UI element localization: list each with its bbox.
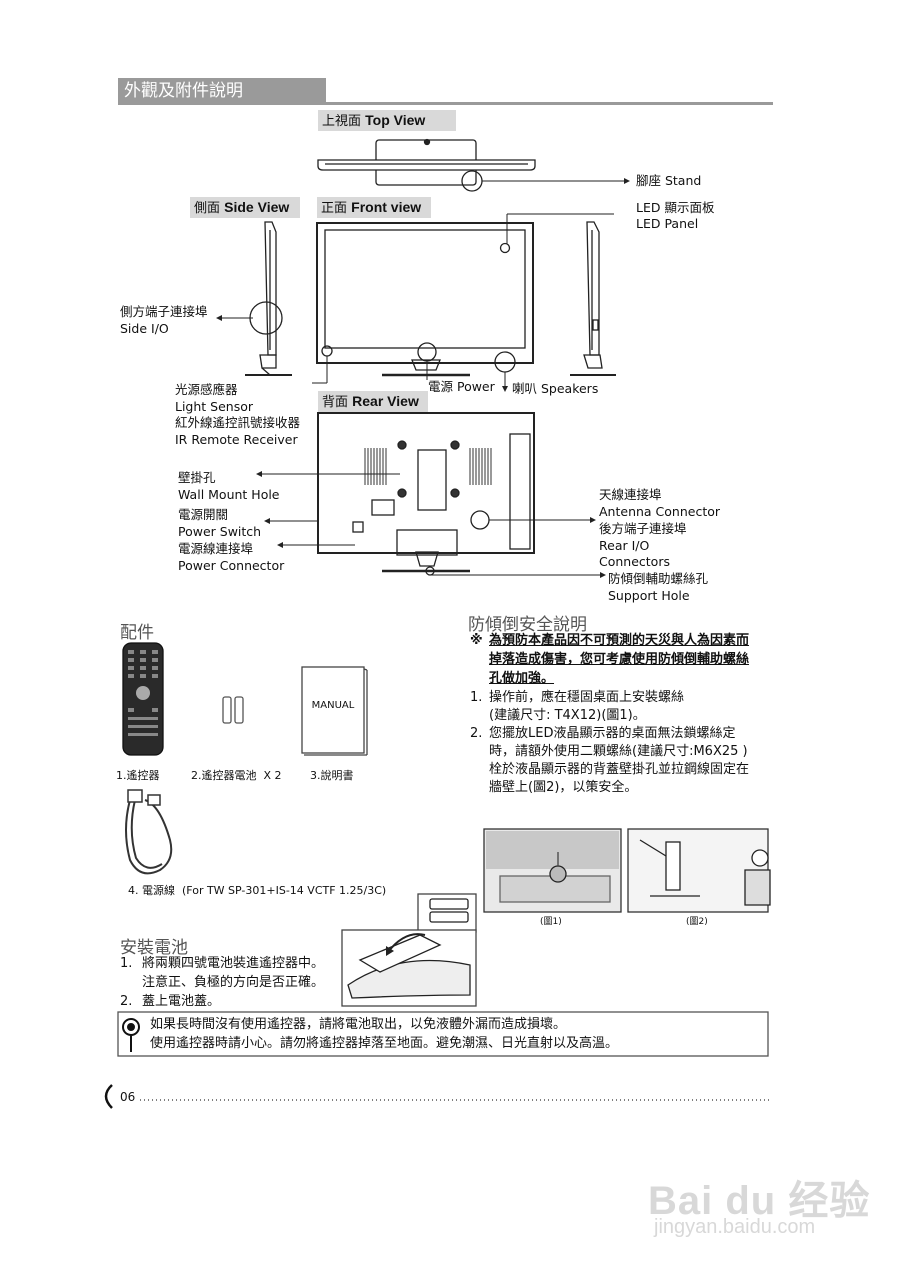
accessories-title: 配件 bbox=[120, 623, 154, 643]
battery-label: 2.遙控器電池 X 2 bbox=[191, 769, 282, 782]
stand-label: 腳座 Stand bbox=[636, 173, 702, 188]
light-sensor-label-zh: 光源感應器 bbox=[175, 382, 238, 397]
safety-item-1-number: 1. bbox=[470, 690, 483, 705]
support-hole-label-zh: 防傾倒輔助螺絲孔 bbox=[608, 571, 709, 586]
safety-item-2-line-3: 栓於液晶顯示器的背蓋壁掛孔並拉鋼線固定在 bbox=[489, 762, 750, 777]
speakers-label: 喇叭 Speakers bbox=[512, 381, 599, 396]
power-connector-label-en: Power Connector bbox=[178, 558, 285, 573]
battery-step-2-number: 2. bbox=[120, 994, 133, 1009]
section-header: 外觀及附件說明 bbox=[118, 78, 326, 104]
battery-step-1-line-1: 將兩顆四號電池裝進遙控器中。 bbox=[142, 956, 325, 971]
led-panel-label-en: LED Panel bbox=[636, 216, 699, 231]
support-hole-label-en: Support Hole bbox=[608, 588, 690, 603]
figure-2-caption: (圖2) bbox=[686, 917, 708, 927]
safety-title: 防傾倒安全說明 bbox=[468, 615, 587, 635]
rear-io-label-en1: Rear I/O bbox=[599, 538, 650, 553]
side-view-label: 側面 Side View bbox=[190, 197, 300, 218]
side-io-label-en: Side I/O bbox=[120, 321, 169, 336]
power-label: 電源 Power bbox=[428, 379, 495, 394]
power-connector-label-zh: 電源線連接埠 bbox=[178, 541, 254, 556]
top-view-drawing bbox=[317, 138, 536, 192]
light-sensor-label-en: Light Sensor bbox=[175, 399, 254, 414]
rear-view-label: 背面 Rear View bbox=[318, 391, 428, 412]
safety-item-2-number: 2. bbox=[470, 726, 483, 741]
notice-line-1: 如果長時間沒有使用遙控器，請將電池取出，以免液體外漏而造成損壞。 bbox=[150, 1017, 567, 1032]
arrow-heads bbox=[216, 178, 630, 578]
manual-label: 3.說明書 bbox=[310, 769, 354, 782]
rear-view-drawing bbox=[317, 412, 535, 576]
baidu-watermark-url: jingyan.baidu.com bbox=[654, 1216, 816, 1238]
side-view-left-drawing bbox=[245, 221, 292, 376]
page-number: 06 bbox=[120, 1090, 136, 1104]
safety-warning-line-3: 孔做加強。 bbox=[489, 671, 555, 686]
front-view-drawing bbox=[316, 222, 534, 377]
side-io-label-zh: 側方端子連接埠 bbox=[120, 304, 208, 319]
safety-item-2-line-1: 您擺放LED液晶顯示器的桌面無法鎖螺絲定 bbox=[489, 726, 736, 741]
callout-lines bbox=[222, 180, 624, 576]
safety-mark: ※ bbox=[470, 633, 483, 648]
magnifier-icon bbox=[122, 1018, 140, 1052]
ir-receiver-label-zh: 紅外線遙控訊號接收器 bbox=[175, 415, 301, 430]
header-rule bbox=[118, 102, 773, 105]
power-cord-label: 4. 電源線 (For TW SP-301+IS-14 VCTF 1.25/3C… bbox=[128, 884, 387, 897]
front-view-label: 正面 Front view bbox=[317, 197, 431, 218]
led-panel-label-zh: LED 顯示面板 bbox=[636, 200, 715, 215]
safety-item-1-line-2: (建議尺寸: T4X12)(圖1)。 bbox=[489, 708, 646, 723]
remote-control-drawing bbox=[122, 642, 164, 756]
safety-item-1-line-1: 操作前，應在穩固桌面上安裝螺絲 bbox=[489, 690, 685, 705]
footer-bracket bbox=[104, 1084, 113, 1109]
baidu-watermark-logo: Bai du 经验 bbox=[648, 1179, 871, 1223]
batteries-drawing bbox=[222, 696, 244, 724]
power-switch-label-en: Power Switch bbox=[178, 524, 262, 539]
ir-receiver-label-en: IR Remote Receiver bbox=[175, 432, 298, 447]
safety-item-2-line-2: 時，請額外使用二顆螺絲(建議尺寸:M6X25 ) bbox=[489, 744, 748, 759]
wall-mount-label-zh: 壁掛孔 bbox=[178, 470, 216, 485]
manual-cover-text: MANUAL bbox=[311, 700, 355, 711]
rear-io-label-en2: Connectors bbox=[599, 554, 670, 569]
side-view-right-drawing bbox=[570, 221, 616, 376]
power-switch-label-zh: 電源開關 bbox=[178, 507, 229, 522]
manual-book-drawing bbox=[301, 666, 368, 756]
remote-label: 1.遙控器 bbox=[116, 769, 160, 782]
safety-warning-line-2: 掉落造成傷害，您可考慮使用防傾倒輔助螺絲 bbox=[489, 652, 750, 667]
antenna-label-en: Antenna Connector bbox=[599, 504, 721, 519]
figure-1-photo bbox=[483, 828, 622, 913]
battery-step-1-line-2: 注意正、負極的方向是否正確。 bbox=[142, 975, 325, 990]
battery-step-1-number: 1. bbox=[120, 956, 133, 971]
safety-warning-line-1: 為預防本產品因不可預測的天災與人為因素而 bbox=[489, 633, 750, 648]
power-cord-drawing bbox=[125, 789, 173, 875]
wall-mount-label-en: Wall Mount Hole bbox=[178, 487, 280, 502]
battery-step-2-line-1: 蓋上電池蓋。 bbox=[142, 994, 221, 1009]
antenna-label-zh: 天線連接埠 bbox=[599, 487, 662, 502]
figure-2-drawing bbox=[627, 828, 771, 913]
top-view-label: 上視面 Top View bbox=[318, 110, 456, 131]
battery-install-title: 安裝電池 bbox=[120, 938, 188, 958]
battery-install-drawing bbox=[341, 893, 477, 1007]
figure-1-caption: (圖1) bbox=[540, 917, 562, 927]
rear-io-label-zh: 後方端子連接埠 bbox=[599, 521, 687, 536]
notice-box-frame bbox=[117, 1011, 769, 1057]
safety-item-2-line-4: 牆壁上(圖2)，以策安全。 bbox=[489, 780, 638, 795]
notice-line-2: 使用遙控器時請小心。請勿將遙控器掉落至地面。避免潮濕、日光直射以及高溫。 bbox=[150, 1036, 619, 1051]
